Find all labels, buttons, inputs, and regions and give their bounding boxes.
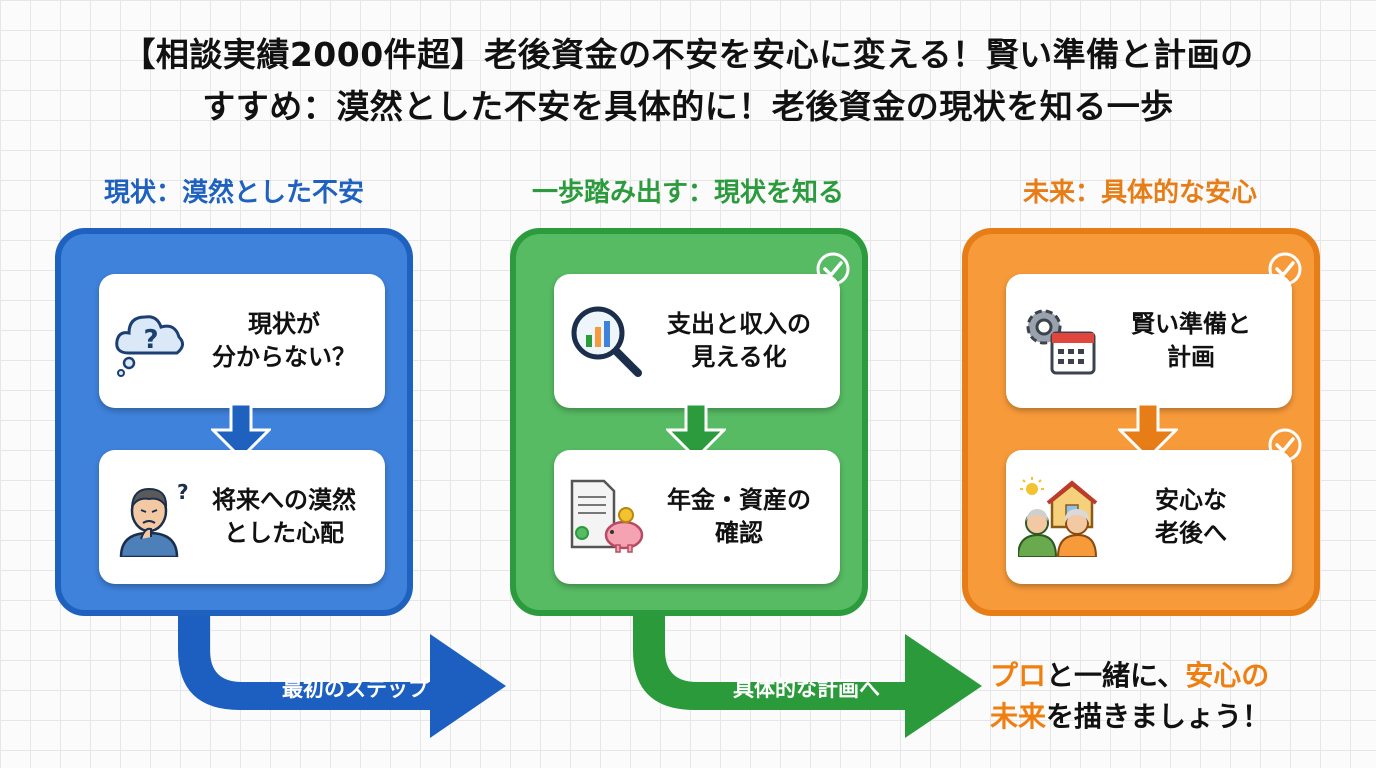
card-line-2: 計画 [1167,343,1215,371]
closing-message: プロと一緒に、安心の 未来を描きましょう！ [990,656,1370,737]
elderly-couple-house-icon [1018,477,1098,557]
column-heading-future: 未来：具体的な安心 [1022,178,1257,208]
page-title-line-1: 【相談実績2000件超】老後資金の不安を安心に変える！賢い準備と計画の [122,35,1254,74]
svg-text:?: ? [143,325,158,355]
closing-text-2: を描きましょう！ [1046,699,1271,733]
gear-calendar-icon [1026,309,1096,375]
card-line-2: とした心配 [224,519,344,547]
down-arrow-icon [666,404,726,460]
flow-arrow-label-second: 具体的な計画へ [733,677,880,701]
card-text: 将来への漠然 とした心配 [191,450,377,584]
card-unknown-status: ? 現状が 分からない？ [99,274,385,408]
card-text: 年金・資産の 確認 [646,450,832,584]
closing-highlight-pro: プロ [990,659,1047,692]
card-visualize-expenses: 支出と収入の 見える化 [554,274,840,408]
card-line-1: 現状が [248,309,320,338]
column-heading-current: 現状：漠然とした不安 [103,178,364,208]
card-line-1: 賢い準備と [1131,309,1251,338]
svg-text:?: ? [177,480,189,504]
page-title-line-2: すすめ：漠然とした不安を具体的に！老後資金の現状を知る一歩 [202,87,1174,126]
card-line-1: 将来への漠然 [212,485,356,514]
card-text: 賢い準備と 計画 [1098,274,1284,408]
closing-highlight-future: 未来 [990,699,1047,733]
card-vague-worry: ? 将来への漠然 とした心配 [99,450,385,584]
card-line-2: 見える化 [691,343,787,371]
panel-step: 支出と収入の 見える化 年金・資産の 確認 [510,228,868,616]
card-line-2: 確認 [715,519,763,547]
down-arrow-icon [211,404,271,460]
closing-highlight-anshin: 安心の [1185,659,1270,692]
flow-arrow-first [178,612,506,738]
card-text: 安心な 老後へ [1098,450,1284,584]
card-line-1: 年金・資産の [667,485,811,514]
card-text: 現状が 分からない？ [191,274,377,408]
question-cloud-icon: ? [115,315,184,377]
closing-text-1: と一緒に、 [1046,659,1186,692]
worried-person-icon: ? [119,480,189,557]
panel-current: ? 現状が 分からない？ ? 将来への漠然 とした心配 [55,228,413,616]
card-secure-retirement: 安心な 老後へ [1006,450,1292,584]
flow-arrow-second [633,612,982,738]
panel-future: 賢い準備と 計画 安心な 老後へ [962,228,1320,616]
card-line-1: 安心な [1155,485,1227,514]
card-line-2: 老後へ [1155,519,1227,547]
card-line-2: 分からない？ [212,343,356,371]
flow-arrow-label-first: 最初のステップ [282,677,429,701]
card-line-1: 支出と収入の [667,309,811,338]
card-text: 支出と収入の 見える化 [646,274,832,408]
card-smart-planning: 賢い準備と 計画 [1006,274,1292,408]
down-arrow-icon [1118,404,1178,460]
column-heading-step: 一歩踏み出す：現状を知る [531,178,844,208]
document-piggy-bank-icon [570,479,644,553]
card-check-pension-assets: 年金・資産の 確認 [554,450,840,584]
magnifier-chart-icon [571,306,642,377]
